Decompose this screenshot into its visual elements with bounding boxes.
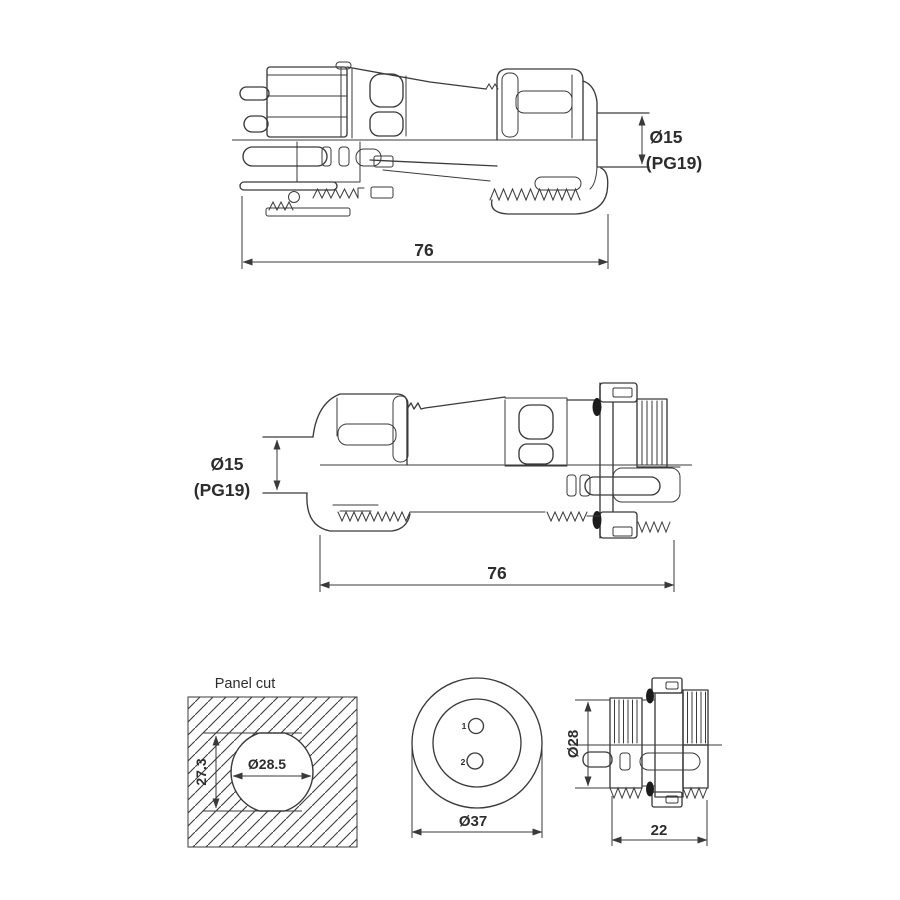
key-tab bbox=[599, 511, 638, 539]
cable-gland-nut bbox=[312, 393, 408, 466]
dim-overall-length-mid: 76 bbox=[487, 563, 507, 583]
ratchet-teeth bbox=[312, 187, 359, 200]
ratchet-teeth bbox=[609, 786, 643, 800]
dim-thread-size-top: (PG19) bbox=[646, 153, 702, 173]
cable-entry-stub bbox=[596, 112, 650, 168]
pin-hole-1 bbox=[467, 717, 485, 735]
o-ring-seal bbox=[646, 781, 654, 797]
key-tab bbox=[651, 791, 683, 808]
cable-gland-nut bbox=[496, 68, 584, 141]
key-tab bbox=[651, 677, 683, 694]
solder-contact-tail bbox=[582, 751, 613, 768]
dim-overall-length-top: 76 bbox=[414, 240, 434, 260]
panel-cut-view: Panel cut Ø28.5 27.3 bbox=[187, 676, 358, 848]
dim-mount-depth: 22 bbox=[651, 822, 668, 839]
pin-contact bbox=[239, 86, 270, 101]
flange-outline bbox=[411, 677, 543, 809]
panel-cutout-hole bbox=[230, 732, 314, 812]
ratchet-teeth bbox=[337, 510, 411, 523]
pin-contact bbox=[243, 115, 269, 133]
pin-number-1: 1 bbox=[462, 721, 467, 731]
o-ring-seal bbox=[592, 398, 602, 416]
dim-flat-to-flat: 27.3 bbox=[193, 758, 209, 785]
pin-number-2: 2 bbox=[461, 757, 466, 767]
plug-side-view: 76 Ø15 (PG19) bbox=[232, 61, 702, 269]
ratchet-teeth bbox=[489, 187, 581, 202]
dim-flange-diameter: Ø37 bbox=[459, 813, 487, 830]
socket-contact bbox=[639, 752, 701, 771]
key-tab bbox=[599, 382, 638, 403]
front-face-view: 1 2 Ø37 bbox=[411, 677, 543, 838]
ratchet-teeth bbox=[682, 786, 708, 800]
ratchet-teeth bbox=[637, 520, 671, 534]
dim-hole-diameter: Ø28.5 bbox=[248, 756, 286, 772]
dim-cable-diameter-top: Ø15 bbox=[649, 127, 682, 147]
coupling-thread bbox=[682, 689, 709, 746]
o-ring-seal bbox=[592, 511, 602, 529]
dim-cable-diameter-mid: Ø15 bbox=[210, 454, 243, 474]
receptacle-side-view: Ø28 22 bbox=[565, 677, 722, 846]
socket-contact bbox=[584, 476, 661, 496]
panel-cut-title: Panel cut bbox=[215, 676, 275, 692]
pin-hole-2 bbox=[466, 752, 484, 770]
cable-entry-stub bbox=[262, 436, 314, 494]
dim-body-diameter: Ø28 bbox=[565, 730, 582, 758]
socket-contact bbox=[242, 146, 328, 167]
socket-side-view: Ø15 (PG19) 76 bbox=[194, 382, 692, 592]
insert-outline bbox=[432, 698, 522, 788]
dim-thread-size-mid: (PG19) bbox=[194, 480, 250, 500]
plug-front-shell bbox=[266, 66, 348, 138]
o-ring-seal bbox=[646, 688, 654, 704]
